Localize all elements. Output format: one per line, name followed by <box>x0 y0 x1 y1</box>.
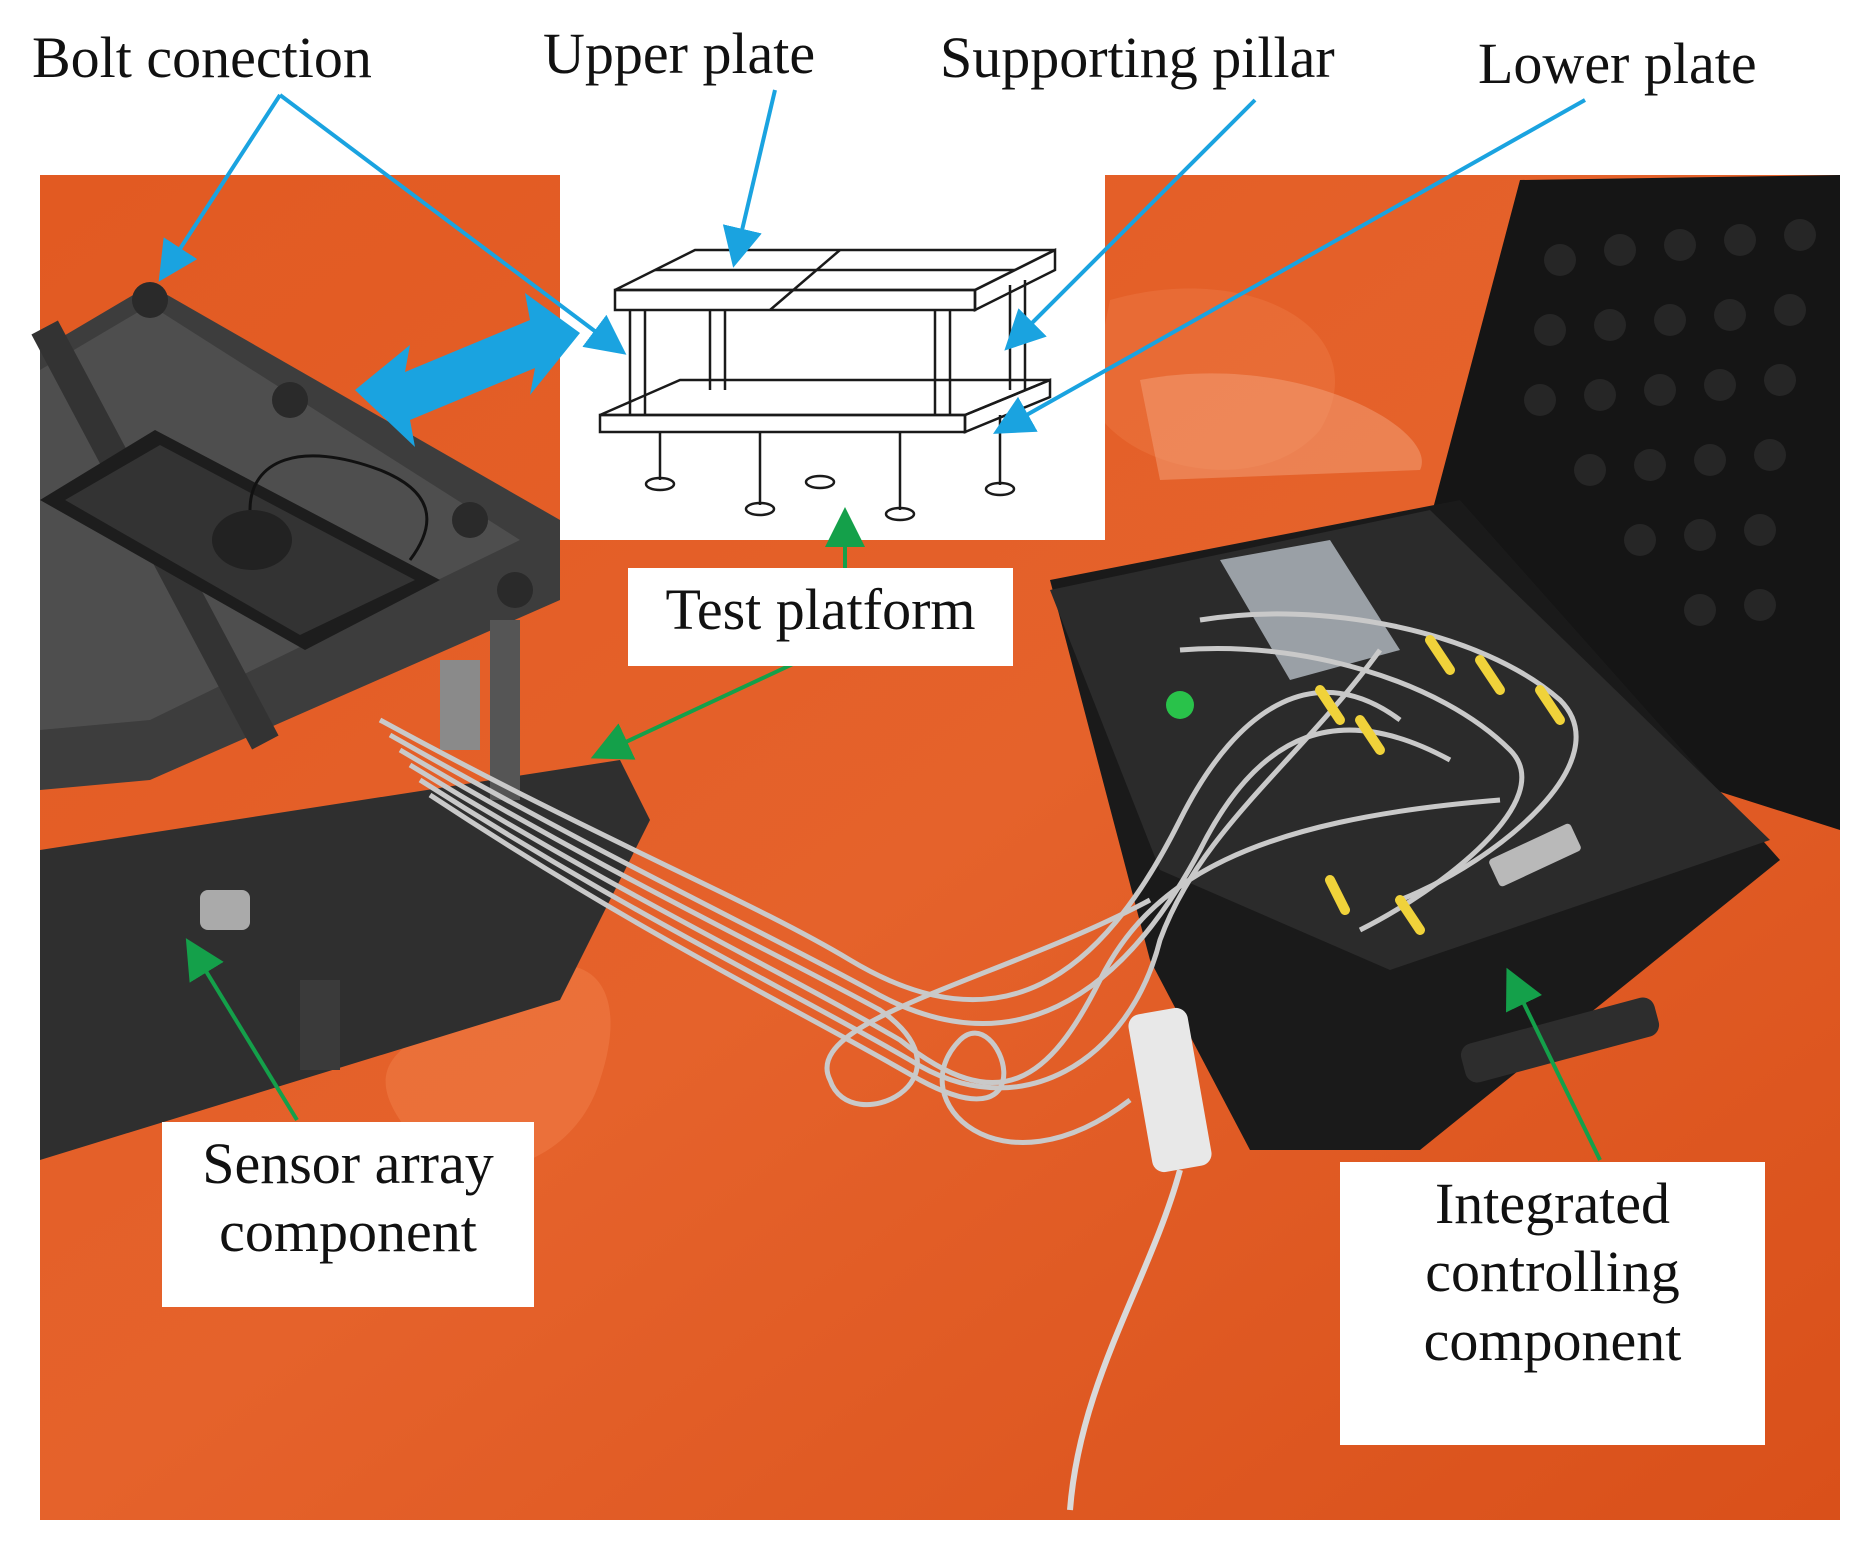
peripherals <box>40 430 440 650</box>
pillar <box>490 620 520 800</box>
bolt <box>452 502 488 538</box>
label-line: controlling <box>1425 1239 1680 1305</box>
label-line: Sensor array <box>202 1131 494 1196</box>
sensor-cables <box>378 611 1579 1145</box>
label-supporting-pillar: Supporting pillar <box>940 25 1335 90</box>
arrow-integrated-controlling <box>1506 967 1602 1161</box>
label-test-platform: Test platform <box>628 568 1013 666</box>
foam-pattern <box>1524 219 1816 626</box>
label-line: Integrated <box>1434 1171 1671 1236</box>
schematic-drawing <box>598 247 1057 522</box>
label-lower-plate: Lower plate <box>1478 31 1757 96</box>
correspondence-arrow <box>355 293 580 447</box>
arrow-sensor-array <box>185 938 299 1122</box>
arrow-test-platform-down <box>590 661 796 760</box>
yellow-connectors <box>1315 635 1565 935</box>
case-lid <box>1430 175 1840 830</box>
bolt <box>497 572 533 608</box>
arrow-bolt-connection <box>278 93 627 355</box>
label-test-platform-text: Test platform <box>665 577 976 642</box>
arrow-supporting-pillar <box>1004 98 1257 351</box>
label-line: component <box>1423 1307 1682 1373</box>
pillar <box>440 660 480 750</box>
arrow-bolt-connection <box>158 93 282 282</box>
label-upper-plate: Upper plate <box>543 21 816 86</box>
case-latch <box>1489 823 1581 887</box>
label-line: component <box>219 1199 477 1265</box>
mouse-cable <box>248 454 429 561</box>
mouse-icon <box>212 510 292 570</box>
annotation-arrows <box>158 89 1602 1161</box>
bolt <box>132 282 168 318</box>
display-screen-icon <box>1220 540 1400 680</box>
indicator-button <box>1166 691 1194 719</box>
label-bolt-connection: Bolt conection <box>32 25 372 90</box>
pillar <box>300 980 340 1070</box>
floor-reflection <box>385 965 611 1170</box>
arrow-upper-plate <box>722 89 777 268</box>
bolt <box>272 382 308 418</box>
arrow-lower-plate <box>993 98 1586 434</box>
schematic-inset <box>560 170 1105 540</box>
floor-reflection <box>1140 373 1422 480</box>
power-cable <box>1067 1169 1183 1511</box>
power-strip-icon <box>1067 1007 1212 1511</box>
sensor-puck <box>200 890 250 930</box>
case-handle <box>1460 997 1660 1083</box>
label-sensor-array-component: Sensor array component <box>162 1122 534 1307</box>
label-integrated-controlling-component: Integrated controlling component <box>1340 1162 1765 1445</box>
lower-plate <box>40 760 650 1160</box>
